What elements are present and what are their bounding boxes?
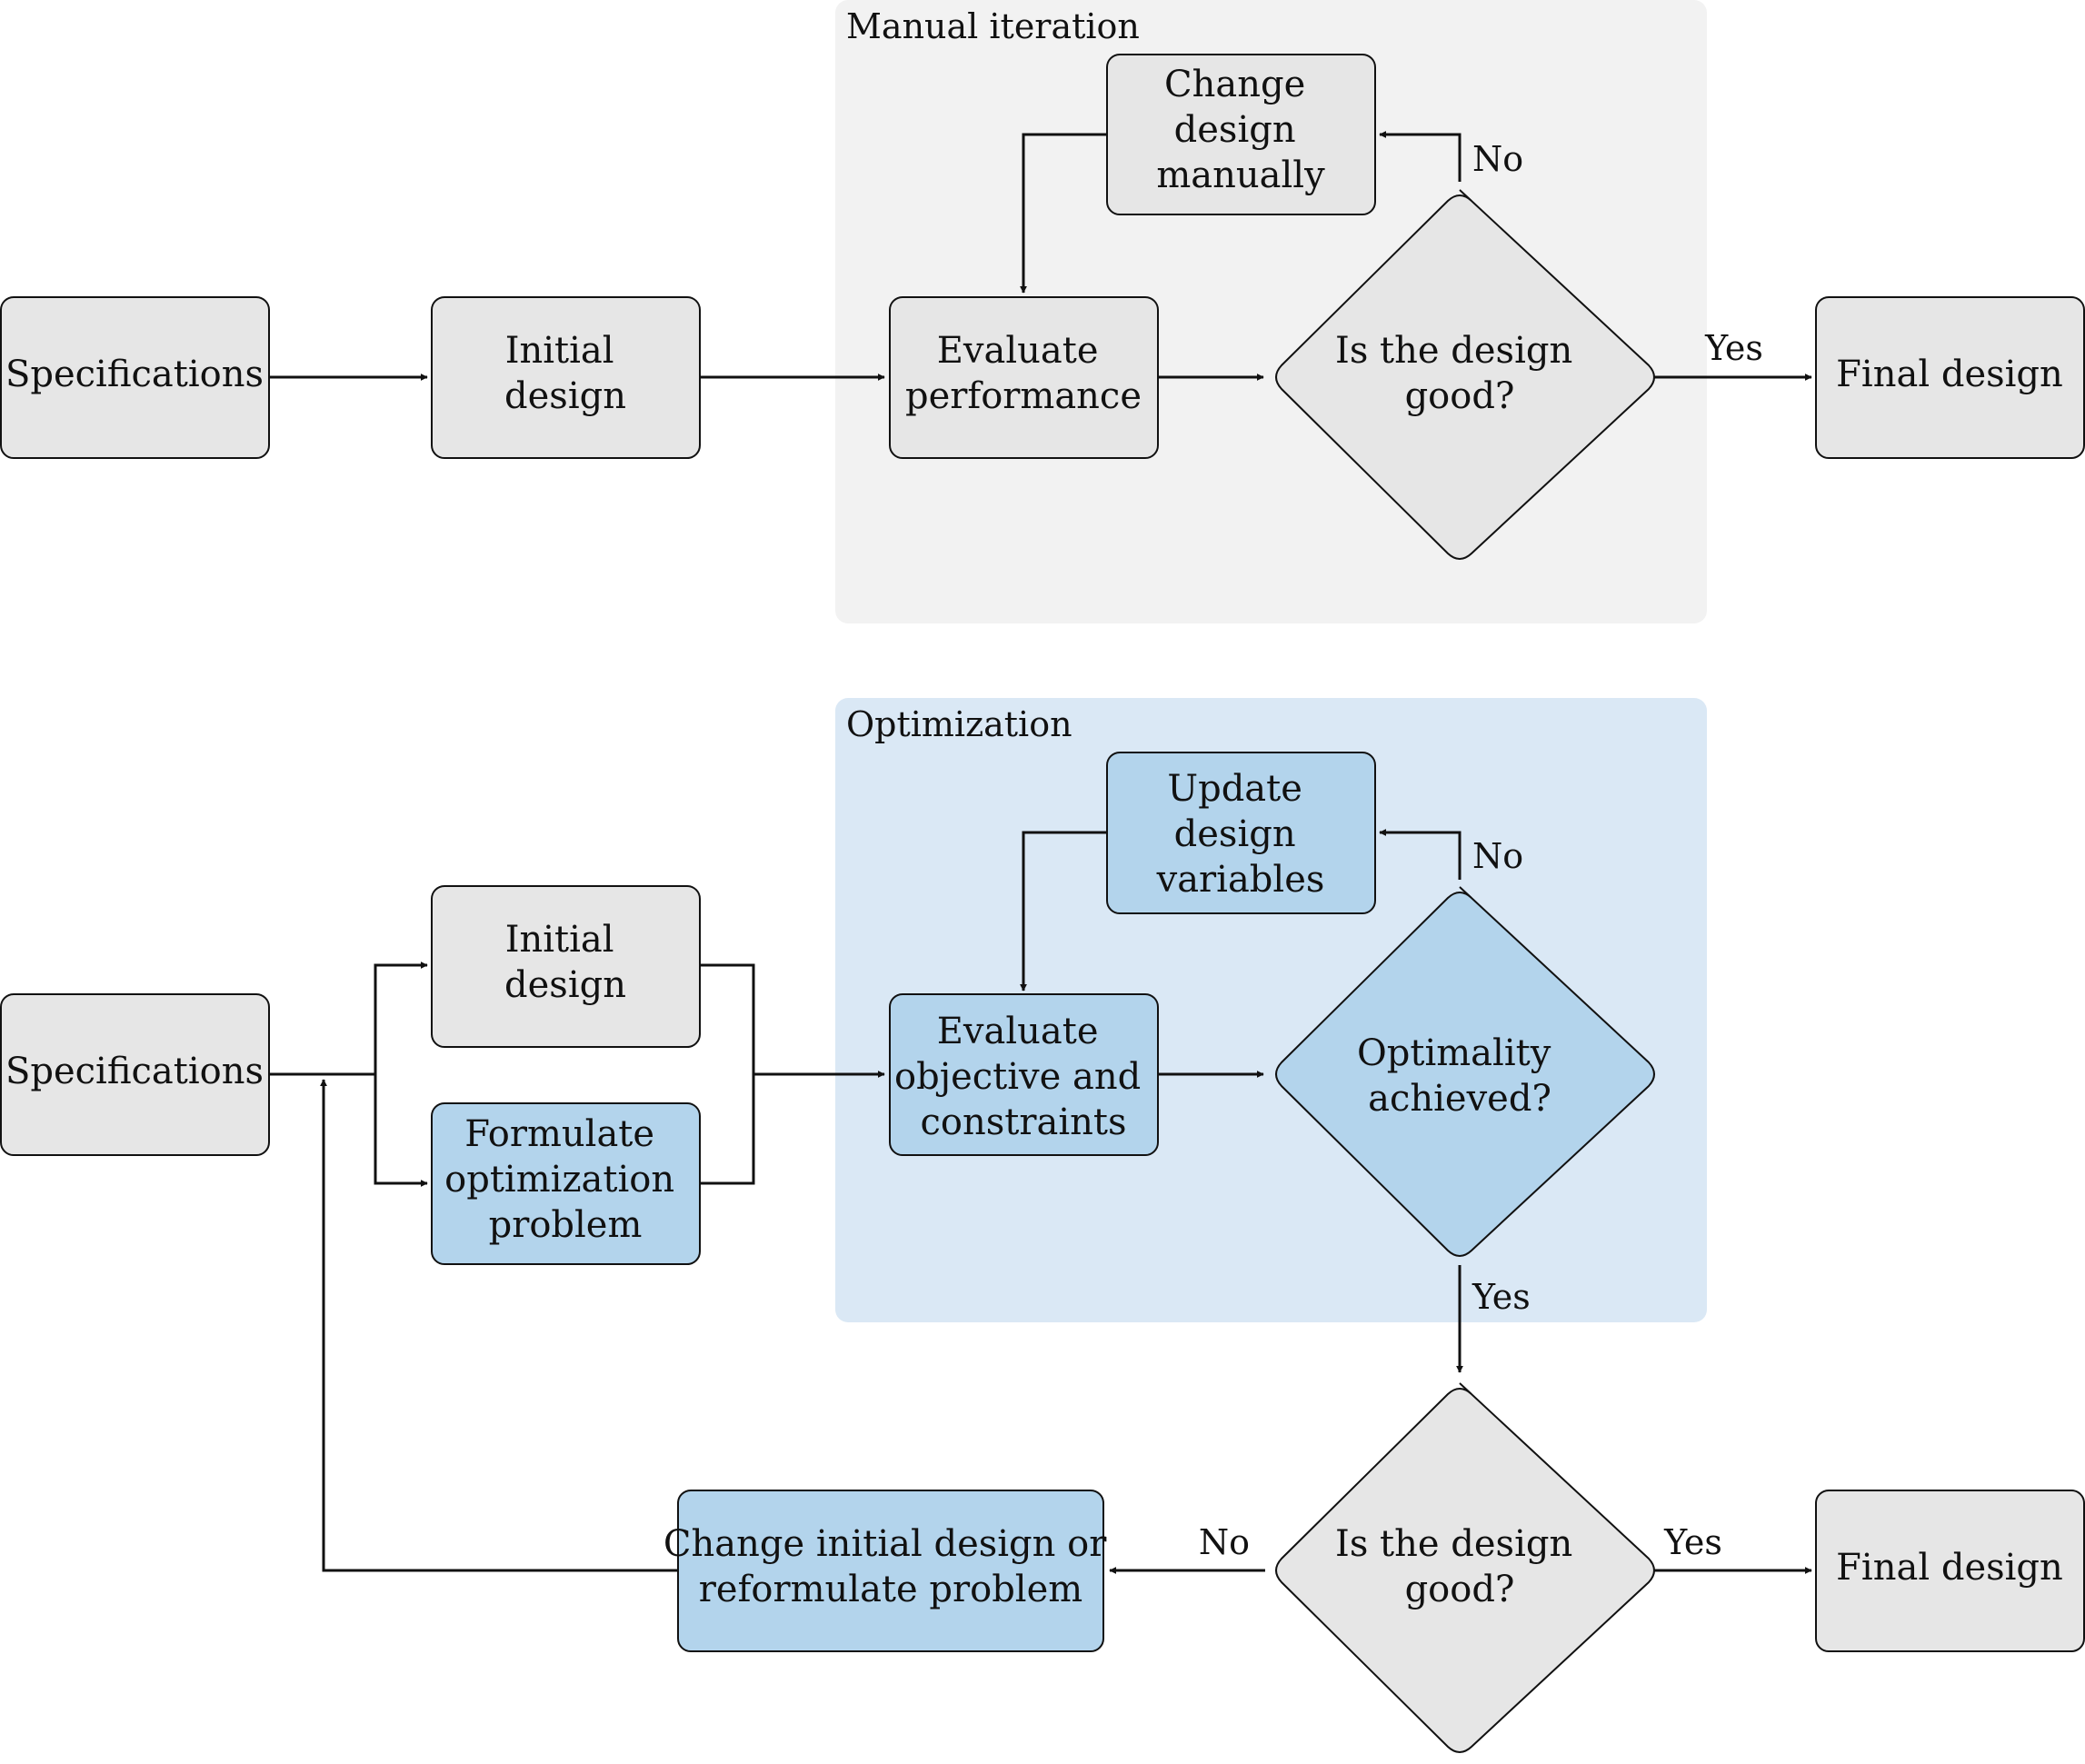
optimality-yes-label: Yes bbox=[1471, 1277, 1531, 1317]
arrow-split-to-formulate bbox=[374, 1074, 428, 1187]
update-design-variables-label: Update design variables bbox=[1156, 768, 1325, 901]
formulate-optimization-problem-box: Formulate optimization problem bbox=[431, 1102, 701, 1265]
specifications-label-2: Specifications bbox=[5, 1051, 264, 1092]
change-design-manually-label: Change design manually bbox=[1156, 64, 1325, 196]
arrow-update-to-evaluate bbox=[1020, 831, 1107, 992]
specifications-box-2: Specifications bbox=[0, 993, 270, 1156]
formulate-optimization-problem-label: Formulate optimization problem bbox=[444, 1113, 686, 1246]
manual-iteration-label: Manual iteration bbox=[846, 6, 1140, 46]
good-no-label: No bbox=[1199, 1522, 1250, 1562]
change-initial-design-label: Change initial design or reformulate pro… bbox=[663, 1523, 1118, 1610]
manual-no-label: No bbox=[1472, 139, 1523, 179]
initial-design-label: Initial design bbox=[504, 330, 626, 417]
optimization-label: Optimization bbox=[846, 704, 1072, 744]
optimality-achieved-decision: Optimality achieved? bbox=[1275, 886, 1655, 1257]
initial-design-label-2: Initial design bbox=[504, 919, 626, 1006]
arrow-change-initial-back-to-split bbox=[320, 1079, 678, 1572]
change-initial-design-box: Change initial design or reformulate pro… bbox=[663, 1490, 1118, 1652]
final-design-label-2: Final design bbox=[1836, 1547, 2063, 1589]
evaluate-objective-constraints-box: Evaluate objective and constraints bbox=[889, 993, 1159, 1156]
change-design-manually-box: Change design manually bbox=[1106, 54, 1376, 215]
arrow-split-to-initial-design bbox=[374, 962, 428, 1074]
initial-design-box-2: Initial design bbox=[431, 885, 701, 1048]
final-design-box-2: Final design bbox=[1815, 1490, 2085, 1652]
specifications-label: Specifications bbox=[5, 354, 264, 395]
is-design-good-label-2: Is the design good? bbox=[1335, 1523, 1584, 1610]
is-design-good-decision: Is the design good? bbox=[1275, 189, 1655, 560]
evaluate-performance-label: Evaluate performance bbox=[905, 330, 1142, 417]
final-design-label: Final design bbox=[1836, 354, 2063, 395]
arrow-optimality-no-to-update bbox=[1379, 829, 1461, 880]
optimality-achieved-label: Optimality achieved? bbox=[1357, 1032, 1562, 1120]
manual-yes-label: Yes bbox=[1704, 328, 1763, 368]
good-yes-label: Yes bbox=[1663, 1522, 1722, 1562]
optimality-no-label: No bbox=[1472, 836, 1523, 876]
is-design-good-label: Is the design good? bbox=[1335, 330, 1584, 417]
final-design-box: Final design bbox=[1815, 296, 2085, 459]
arrow-decision-no-to-change-design bbox=[1379, 131, 1461, 182]
line-initial-design-to-merge bbox=[700, 963, 755, 1185]
evaluate-performance-box: Evaluate performance bbox=[889, 296, 1159, 459]
arrow-change-design-to-evaluate bbox=[1020, 133, 1107, 294]
initial-design-box: Initial design bbox=[431, 296, 701, 459]
is-design-good-decision-2: Is the design good? bbox=[1275, 1382, 1655, 1753]
update-design-variables-box: Update design variables bbox=[1106, 752, 1376, 914]
specifications-box: Specifications bbox=[0, 296, 270, 459]
evaluate-objective-constraints-label: Evaluate objective and constraints bbox=[894, 1011, 1152, 1143]
